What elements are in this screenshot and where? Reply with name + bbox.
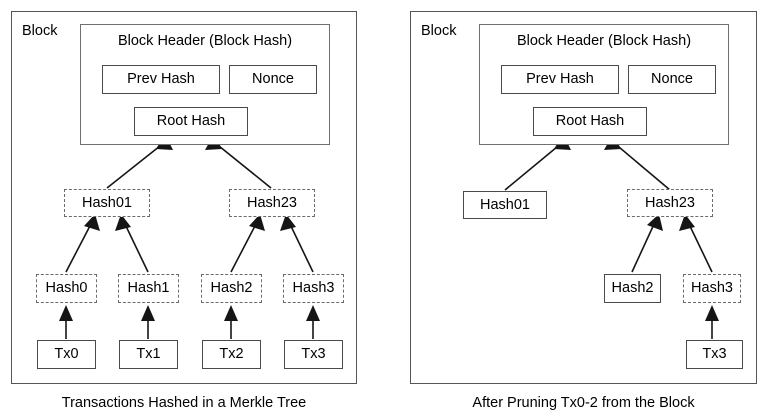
tx3-box-left: Tx3 xyxy=(284,340,343,369)
hash2-box-left: Hash2 xyxy=(201,274,262,303)
hash01-box-right: Hash01 xyxy=(463,191,547,219)
hash23-box-right: Hash23 xyxy=(627,189,713,217)
prev-hash-box-right: Prev Hash xyxy=(501,65,619,94)
root-hash-box-left: Root Hash xyxy=(134,107,248,136)
tx0-box: Tx0 xyxy=(37,340,96,369)
hash23-box-left: Hash23 xyxy=(229,189,315,217)
hash0-box-left: Hash0 xyxy=(36,274,97,303)
tx3-box-right: Tx3 xyxy=(686,340,743,369)
hash2-box-right: Hash2 xyxy=(604,274,661,303)
hash3-box-right: Hash3 xyxy=(683,274,741,303)
root-hash-box-right: Root Hash xyxy=(533,107,647,136)
nonce-box-right: Nonce xyxy=(628,65,716,94)
prev-hash-box-left: Prev Hash xyxy=(102,65,220,94)
hash01-box-left: Hash01 xyxy=(64,189,150,217)
block-label-right: Block xyxy=(421,23,457,39)
tx1-box: Tx1 xyxy=(119,340,178,369)
hash1-box-left: Hash1 xyxy=(118,274,179,303)
nonce-box-left: Nonce xyxy=(229,65,317,94)
caption-right: After Pruning Tx0-2 from the Block xyxy=(472,395,695,411)
block-label-left: Block xyxy=(22,23,58,39)
tx2-box: Tx2 xyxy=(202,340,261,369)
hash3-box-left: Hash3 xyxy=(283,274,344,303)
caption-left: Transactions Hashed in a Merkle Tree xyxy=(61,395,307,411)
